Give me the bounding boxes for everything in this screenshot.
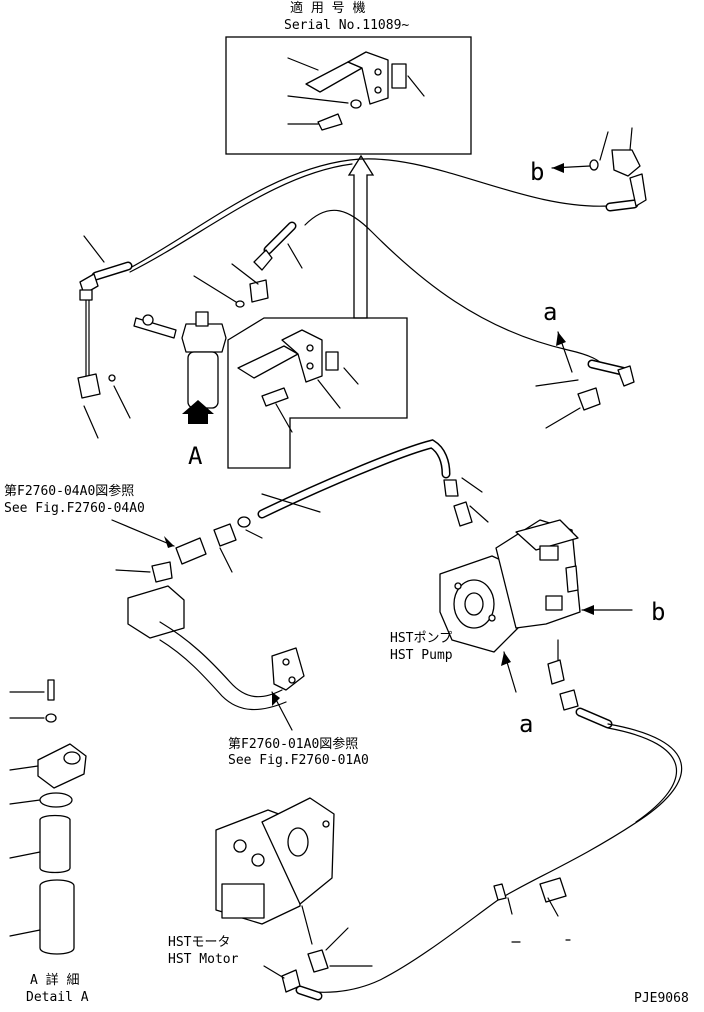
detail-bracket-arm: [237, 345, 299, 379]
hst-motor: HSTモータ HST Motor: [168, 797, 373, 1001]
inset-bracket-plate: [347, 51, 389, 105]
ref1-jp: 第F2760-04A0図参照: [4, 483, 134, 499]
motor-label-jp: HSTモータ: [168, 935, 230, 950]
filter-head: [181, 323, 227, 353]
hose-pump-suction: [257, 439, 489, 527]
fittings-chain: [115, 516, 263, 583]
detail-a-en: Detail A: [26, 990, 89, 1005]
hst-pump: HSTポンプ HST Pump: [390, 519, 633, 693]
detail-spacer: [325, 351, 339, 371]
ref2-jp: 第F2760-01A0図参照: [228, 736, 358, 752]
callout-a-upper: a: [535, 298, 581, 429]
inset-frame: [225, 36, 472, 155]
callout-b-right: b: [651, 598, 665, 626]
ref2-en: See Fig.F2760-01A0: [228, 753, 369, 768]
inset-spacer: [391, 63, 407, 89]
filter-assembly: [77, 127, 633, 439]
hose-upper-mid: [253, 221, 297, 271]
callout-a-lower-letter: a: [519, 710, 533, 738]
hose-pump-discharge: [299, 639, 683, 993]
hose-upper-right: [605, 149, 647, 212]
pump-label-en: HST Pump: [390, 648, 453, 663]
callout-a-lower: a: [519, 710, 533, 738]
view-arrow-a: A: [182, 400, 214, 470]
hose-upper-left: [79, 261, 133, 301]
ref1-en: See Fig.F2760-04A0: [4, 501, 145, 516]
detail-a-jp: A 詳 細: [30, 972, 79, 988]
serial-inset: 適 用 号 機 Serial No.11089~: [225, 0, 472, 155]
callout-b-upper: b: [530, 158, 599, 186]
motor-label-en: HST Motor: [168, 952, 239, 967]
ref-1: 第F2760-04A0図参照 See Fig.F2760-04A0: [4, 483, 175, 548]
pipe-block: [127, 585, 185, 639]
pump-label-jp: HSTポンプ: [390, 631, 452, 646]
inset-serial-label: Serial No.11089~: [284, 18, 409, 33]
callout-a-upper-letter: a: [543, 298, 557, 326]
pipe-flange: [271, 647, 305, 691]
hose-right-mid: [577, 359, 635, 411]
drawing-number: PJE9068: [634, 991, 689, 1006]
return-lines-upper: [85, 158, 609, 379]
detail-a-case: [39, 879, 75, 955]
detail-a-head: [37, 743, 87, 789]
ref-2: 第F2760-01A0図参照 See Fig.F2760-01A0: [228, 691, 369, 768]
detail-arrow-up: [347, 154, 375, 319]
inset-washer: [350, 99, 362, 109]
suction-pipe: [127, 585, 305, 711]
detail-a-oring: [39, 792, 73, 808]
view-a-letter: A: [188, 442, 203, 470]
detail-a-element: [39, 814, 71, 874]
detail-a: A 詳 細 Detail A: [9, 679, 89, 1005]
inset-bolt: [317, 113, 343, 131]
filter-element: [187, 351, 219, 409]
callout-b-right-letter: b: [651, 598, 665, 626]
callout-b-upper-letter: b: [530, 158, 544, 186]
filter-bolt: [133, 317, 177, 339]
detail-bolt: [261, 387, 289, 407]
bracket-detail-box: [227, 317, 408, 469]
inset-title-jp: 適 用 号 機: [290, 0, 365, 16]
motor-block: [221, 883, 265, 919]
inset-bracket: [305, 61, 363, 93]
